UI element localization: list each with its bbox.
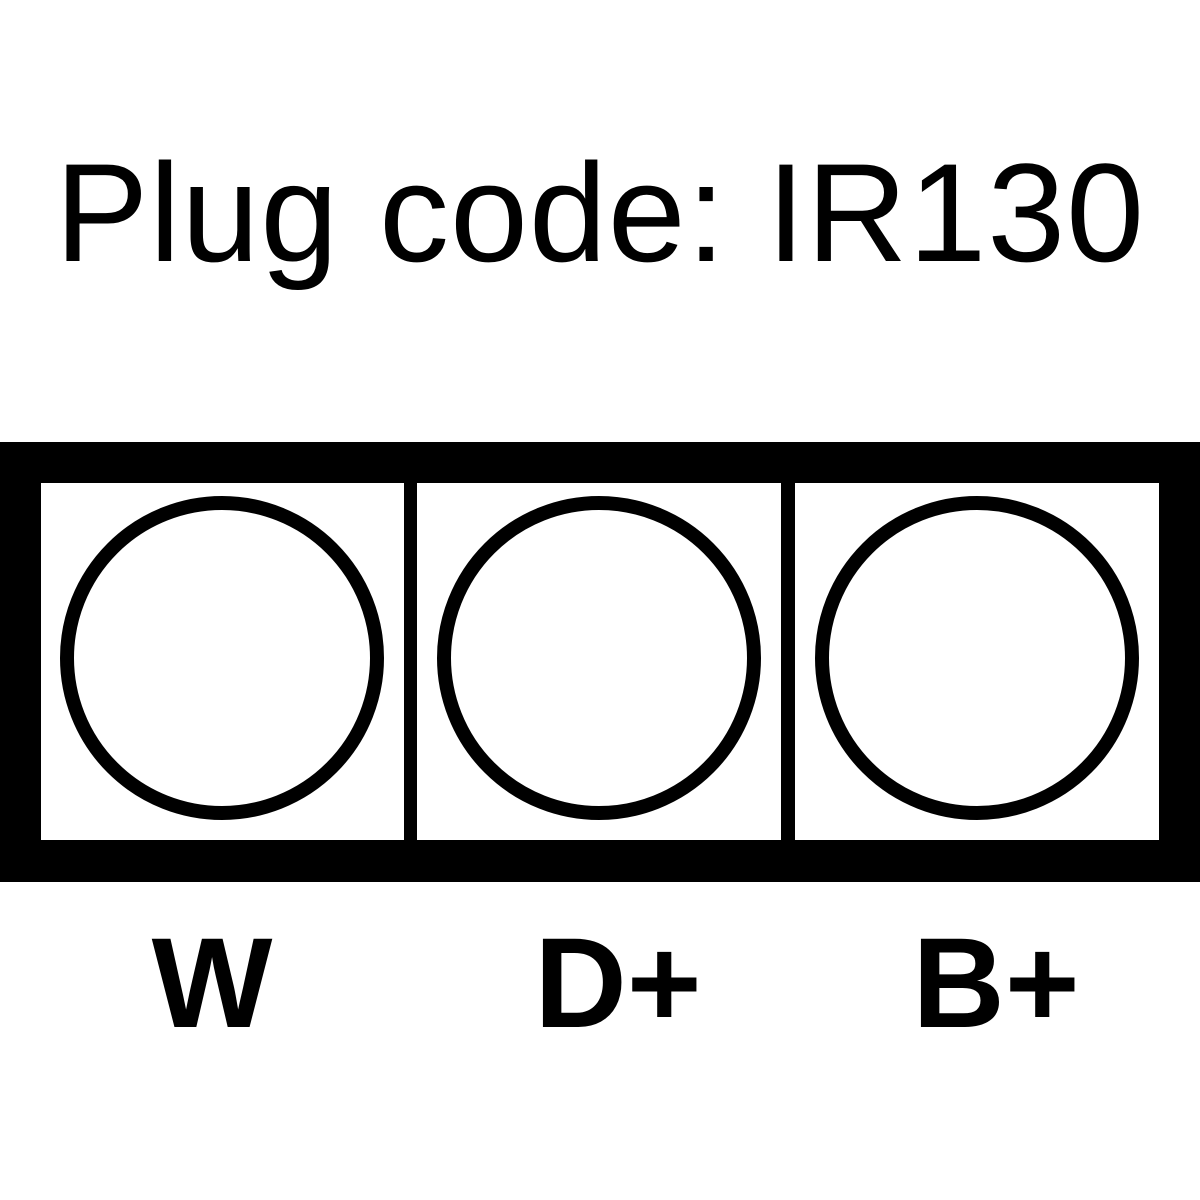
pin-label-b-plus: B+: [912, 912, 1080, 1055]
pin-socket-d-plus: [437, 496, 761, 820]
pin-socket-b-plus: [815, 496, 1139, 820]
pin-label-d-plus: D+: [534, 912, 702, 1055]
pin-label-w: W: [151, 912, 273, 1055]
plug-code-title: Plug code: IR130: [54, 134, 1146, 291]
pin-socket-w: [60, 496, 384, 820]
